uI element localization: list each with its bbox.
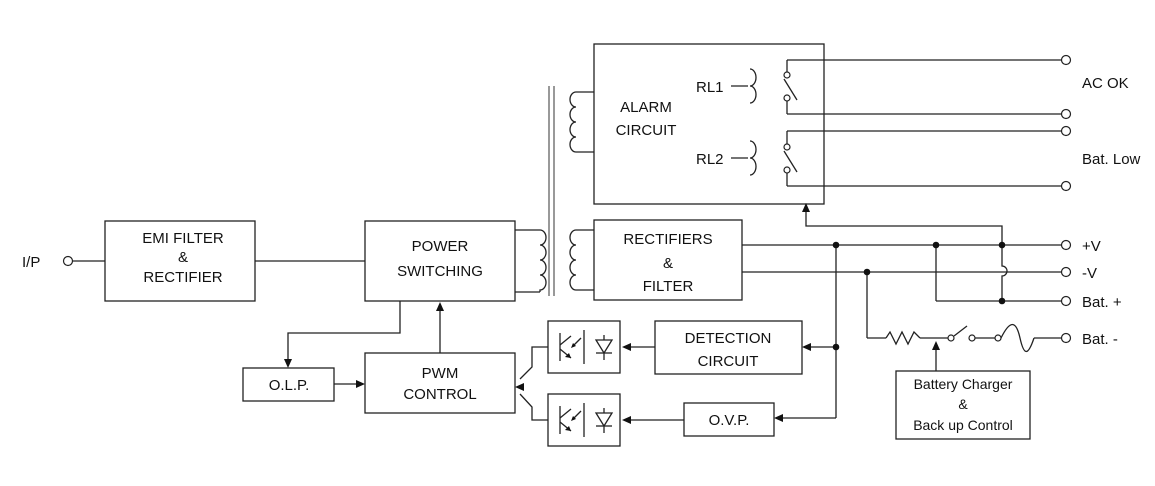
emi-filter-block: EMI FILTER & RECTIFIER bbox=[104, 220, 256, 302]
alarm-circuit-line2: CIRCUIT bbox=[616, 122, 677, 139]
relay-rl2-contact bbox=[783, 150, 798, 173]
input-terminal bbox=[62, 255, 74, 267]
output-minus-v-label: -V bbox=[1082, 265, 1097, 282]
arrow-opto-pwm bbox=[515, 383, 524, 391]
terminal-ac-ok-bottom bbox=[1060, 108, 1072, 120]
optocoupler-1 bbox=[547, 320, 621, 374]
alarm-circuit-block: ALARM CIRCUIT bbox=[593, 43, 825, 205]
transformer bbox=[539, 86, 594, 296]
battery-charger-line2: & bbox=[958, 396, 968, 412]
optocoupler-2 bbox=[547, 393, 621, 447]
output-bat-minus-label: Bat. - bbox=[1082, 331, 1118, 348]
relay-rl1-contact bbox=[783, 78, 798, 101]
junction-plus-v-detect bbox=[832, 241, 840, 249]
switch-blade bbox=[953, 325, 968, 337]
alarm-circuit-line1: ALARM bbox=[620, 99, 672, 116]
relay-rl1: RL1 bbox=[696, 59, 1062, 115]
junction-plus-v-bat bbox=[932, 241, 940, 249]
olp-block: O.L.P. bbox=[242, 367, 335, 402]
power-switching-block: POWER SWITCHING bbox=[364, 220, 516, 302]
arrow-pwm-power bbox=[436, 302, 444, 311]
relay-rl2-label: RL2 bbox=[696, 151, 724, 168]
output-ac-ok-label: AC OK bbox=[1082, 75, 1129, 92]
terminal-bat-plus bbox=[1060, 295, 1072, 307]
junction-detect bbox=[832, 343, 840, 351]
power-switching-line1: POWER bbox=[412, 238, 469, 255]
terminal-bat-minus bbox=[1060, 332, 1072, 344]
wire-alarm-feed bbox=[805, 207, 1003, 245]
relay-rl2: RL2 bbox=[696, 130, 1062, 187]
terminal-plus-v bbox=[1060, 239, 1072, 251]
olp-label: O.L.P. bbox=[269, 377, 310, 394]
power-switching-line2: SWITCHING bbox=[397, 263, 483, 280]
battery-charger-line1: Battery Charger bbox=[914, 376, 1013, 392]
pwm-control-line2: CONTROL bbox=[403, 386, 476, 403]
switch-contact-left bbox=[947, 334, 955, 342]
terminal-minus-v bbox=[1060, 266, 1072, 278]
wire-opto2-pwm bbox=[519, 393, 548, 421]
terminal-bat-low-bottom bbox=[1060, 180, 1072, 192]
detection-line1: DETECTION bbox=[685, 330, 772, 347]
detection-circuit-block: DETECTION CIRCUIT bbox=[654, 320, 803, 375]
junction-bat-plus bbox=[998, 297, 1006, 305]
battery-charger-line3: Back up Control bbox=[913, 417, 1013, 433]
rectifiers-line2: & bbox=[663, 255, 673, 272]
arrow-power-olp bbox=[284, 359, 292, 368]
wire-power-olp bbox=[287, 301, 401, 364]
wire-opto1-pwm bbox=[519, 346, 548, 380]
junction-plus-v-alarm bbox=[998, 241, 1006, 249]
arrow-to-detection bbox=[802, 343, 811, 351]
arrow-alarm-feed bbox=[802, 203, 810, 212]
pwm-control-line1: PWM bbox=[422, 365, 459, 382]
arrow-to-ovp bbox=[774, 414, 783, 422]
terminal-bat-low-top bbox=[1060, 125, 1072, 137]
output-bat-low-label: Bat. Low bbox=[1082, 151, 1141, 168]
rectifiers-line3: FILTER bbox=[643, 278, 694, 295]
rectifiers-filter-block: RECTIFIERS & FILTER bbox=[593, 219, 743, 301]
switch-contact-right bbox=[968, 334, 976, 342]
output-plus-v-label: +V bbox=[1082, 238, 1101, 255]
resistor bbox=[885, 330, 921, 346]
emi-filter-line2: & bbox=[178, 249, 188, 266]
arrow-charger-control bbox=[932, 341, 940, 350]
emi-filter-line1: EMI FILTER bbox=[142, 230, 224, 247]
junction-minus-v-bat bbox=[863, 268, 871, 276]
detection-line2: CIRCUIT bbox=[698, 353, 759, 370]
rectifiers-line1: RECTIFIERS bbox=[623, 231, 712, 248]
fuse bbox=[1000, 323, 1035, 353]
ovp-block: O.V.P. bbox=[683, 402, 775, 437]
pwm-control-block: PWM CONTROL bbox=[364, 352, 516, 414]
relay-rl1-label: RL1 bbox=[696, 79, 724, 96]
battery-charger-block: Battery Charger & Back up Control bbox=[895, 370, 1031, 440]
emi-filter-line3: RECTIFIER bbox=[143, 269, 222, 286]
arrow-to-opto2 bbox=[622, 416, 631, 424]
relay-rl1-coil bbox=[749, 68, 757, 104]
arrow-to-opto1 bbox=[622, 343, 631, 351]
wire-alarm-sense bbox=[1001, 245, 1008, 301]
input-label: I/P bbox=[22, 254, 40, 271]
arrow-olp-pwm bbox=[356, 380, 365, 388]
output-bat-plus-label: Bat. + bbox=[1082, 294, 1122, 311]
ovp-label: O.V.P. bbox=[709, 412, 750, 429]
terminal-ac-ok-top bbox=[1060, 54, 1072, 66]
relay-rl2-coil bbox=[749, 140, 757, 176]
